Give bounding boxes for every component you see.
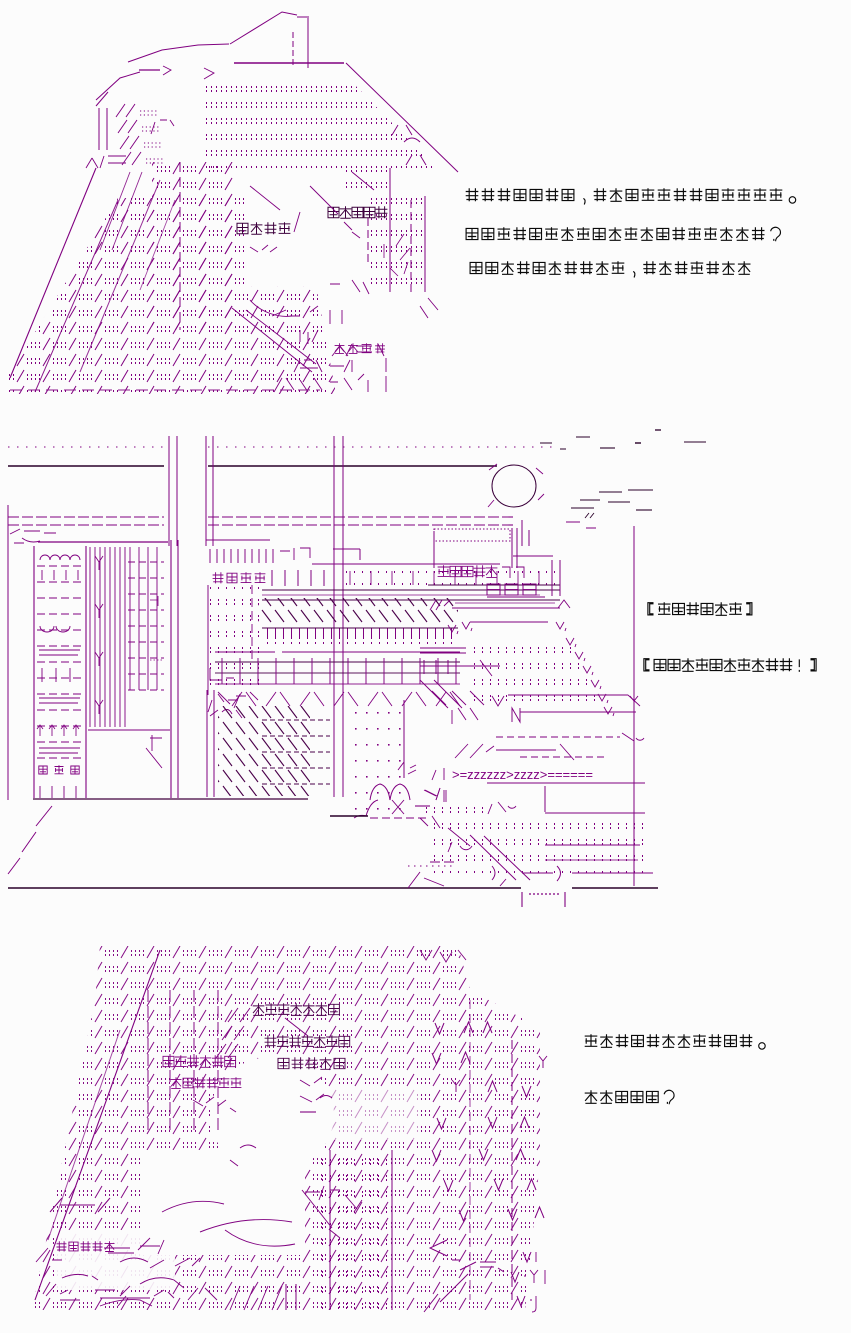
svg-text:>=zzzzzz>zzzz>======: >=zzzzzz>zzzz>======: [452, 767, 593, 782]
